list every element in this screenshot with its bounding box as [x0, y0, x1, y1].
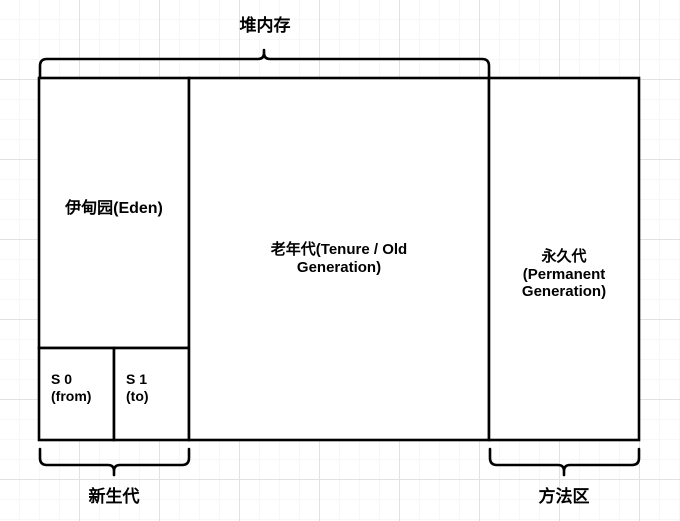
survivor-0-box: [37, 346, 116, 442]
permanent-generation-label: 永久代 (Permanent Generation): [521, 248, 607, 301]
young-generation-brace: [38, 447, 191, 477]
permanent-generation-box: [487, 76, 641, 442]
heap-brace: [38, 48, 491, 80]
heap-title: 堆内存: [239, 16, 291, 35]
memory-boxes: [37, 76, 641, 442]
method-area-label: 方法区: [538, 487, 590, 506]
survivor-1-box: [112, 346, 191, 442]
eden-label: 伊甸园(Eden): [65, 200, 163, 217]
survivor-0-label: S 0 (from): [51, 371, 92, 404]
survivor-1-label: S 1 (to): [126, 371, 149, 404]
method-area-brace: [488, 447, 641, 477]
old-generation-label: 老年代(Tenure / Old Generation): [270, 241, 408, 276]
young-generation-label: 新生代: [88, 487, 140, 506]
